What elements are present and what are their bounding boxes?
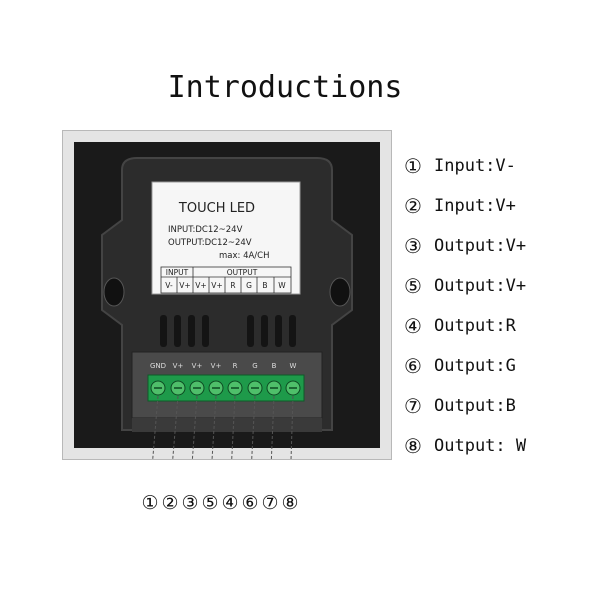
terminal-number-row: ① ② ③ ⑤ ④ ⑥ ⑦ ⑧	[140, 492, 320, 516]
io-table	[160, 266, 292, 294]
legend-label: Output:R	[434, 316, 516, 336]
leader-line	[172, 395, 179, 460]
legend-label: Output:V+	[434, 276, 527, 296]
legend-item: ② Input:V+	[404, 186, 594, 226]
table-cell: G	[246, 281, 252, 290]
leader-line	[191, 395, 198, 460]
table-cell: W	[278, 281, 286, 290]
spec-label	[151, 181, 301, 295]
terminal-number: ③	[181, 492, 199, 514]
legend-item: ① Input:V-	[404, 146, 594, 186]
table-cell: R	[230, 281, 235, 290]
table-cell: V-	[165, 281, 173, 290]
terminal-label: GND	[150, 362, 166, 370]
legend-number: ⑥	[404, 354, 422, 378]
table-output-header: OUTPUT	[227, 268, 258, 277]
terminal-base-bar	[132, 418, 322, 432]
touch-led-controller: TOUCH LED INPUT:DC12~24V OUTPUT:DC12~24V…	[62, 130, 392, 460]
legend-item: ⑦ Output:B	[404, 386, 594, 426]
leader-line	[270, 395, 275, 460]
terminal-label: R	[233, 362, 238, 370]
terminal-labels: GND V+ V+ V+ R G B W	[150, 362, 297, 370]
table-input-header: INPUT	[166, 268, 189, 277]
terminal-number: ⑦	[261, 492, 279, 514]
legend-number: ②	[404, 194, 422, 218]
legend-label: Input:V-	[434, 156, 516, 176]
terminal-number: ⑥	[241, 492, 259, 514]
legend-label: Output:B	[434, 396, 516, 416]
leader-lines	[152, 395, 294, 460]
terminal-label: B	[272, 362, 277, 370]
leader-line	[152, 395, 159, 460]
leader-line	[290, 395, 294, 460]
leader-line	[251, 395, 256, 460]
table-cell: V+	[179, 281, 190, 290]
legend-label: Output:V+	[434, 236, 527, 256]
legend-item: ⑥ Output:G	[404, 346, 594, 386]
table-cell: B	[262, 281, 267, 290]
terminal-number: ⑤	[201, 492, 219, 514]
vent-slots	[160, 315, 296, 347]
legend-label: Input:V+	[434, 196, 516, 216]
legend-item: ③ Output:V+	[404, 226, 594, 266]
left-mount-hole	[103, 277, 125, 307]
terminal-number: ②	[161, 492, 179, 514]
table-cell: V+	[211, 281, 222, 290]
terminal-number: ④	[221, 492, 239, 514]
terminal-screws	[150, 380, 301, 396]
terminal-number: ⑧	[281, 492, 299, 514]
legend-number: ③	[404, 234, 422, 258]
terminal-number: ①	[141, 492, 159, 514]
legend-number: ①	[404, 154, 422, 178]
legend-item: ⑧ Output: W	[404, 426, 594, 466]
terminal-label: V+	[173, 362, 184, 370]
right-mount-hole	[329, 277, 351, 307]
leader-line	[211, 395, 217, 460]
legend-number: ⑤	[404, 274, 422, 298]
input-spec: INPUT:DC12~24V	[168, 225, 243, 235]
terminal-label: G	[252, 362, 257, 370]
legend-item: ④ Output:R	[404, 306, 594, 346]
legend-item: ⑤ Output:V+	[404, 266, 594, 306]
terminal-label: W	[290, 362, 297, 370]
legend-number: ⑦	[404, 394, 422, 418]
legend-label: Output:G	[434, 356, 516, 376]
terminal-label: V+	[211, 362, 222, 370]
legend-number: ⑧	[404, 434, 422, 458]
terminal-label: V+	[192, 362, 203, 370]
leader-line	[231, 395, 236, 460]
legend-number: ④	[404, 314, 422, 338]
legend: ① Input:V- ② Input:V+ ③ Output:V+ ⑤ Output:V…	[404, 146, 594, 466]
max-spec: max: 4A/CH	[219, 251, 270, 261]
output-spec: OUTPUT:DC12~24V	[168, 238, 252, 248]
label-title: TOUCH LED	[178, 201, 255, 216]
table-cell: V+	[195, 281, 206, 290]
page-title: Introductions	[167, 70, 403, 105]
table-cells: V- V+ V+ V+ R G B W	[165, 281, 286, 290]
legend-label: Output: W	[434, 436, 527, 456]
